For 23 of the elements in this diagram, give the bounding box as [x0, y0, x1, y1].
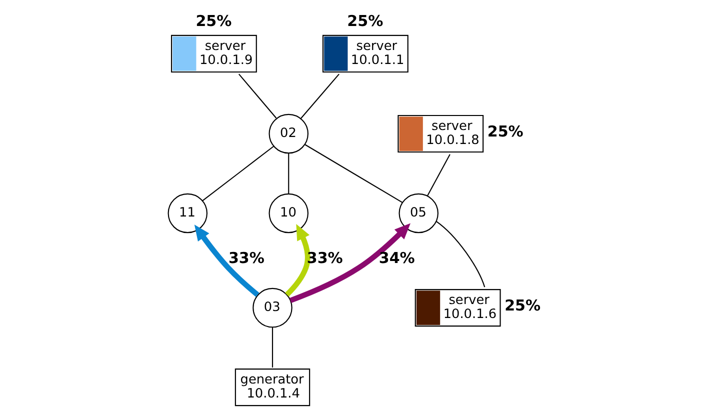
connector — [288, 153, 290, 194]
node-circle: 10 — [268, 193, 308, 234]
node-circle: 05 — [398, 193, 438, 234]
arrow — [290, 223, 410, 304]
connector — [272, 327, 274, 368]
edge-label: 34% — [378, 248, 415, 267]
node-label: 25% — [196, 12, 232, 30]
node-circle: 11 — [168, 193, 208, 234]
node-label: 25% — [504, 296, 541, 315]
edge-label: 33% — [228, 248, 264, 267]
connector — [300, 74, 340, 119]
connector — [238, 74, 277, 118]
node-box: generator 10.0.1.4 — [234, 368, 310, 406]
node-circle: 03 — [252, 288, 292, 328]
node-label: 25% — [487, 122, 524, 141]
connector — [202, 146, 274, 202]
connector — [427, 154, 450, 196]
connector — [436, 221, 486, 288]
connector — [304, 144, 403, 203]
node-label: 25% — [347, 12, 384, 30]
arrow — [285, 224, 310, 297]
arrow — [194, 224, 260, 297]
node-circle: 02 — [268, 114, 308, 154]
